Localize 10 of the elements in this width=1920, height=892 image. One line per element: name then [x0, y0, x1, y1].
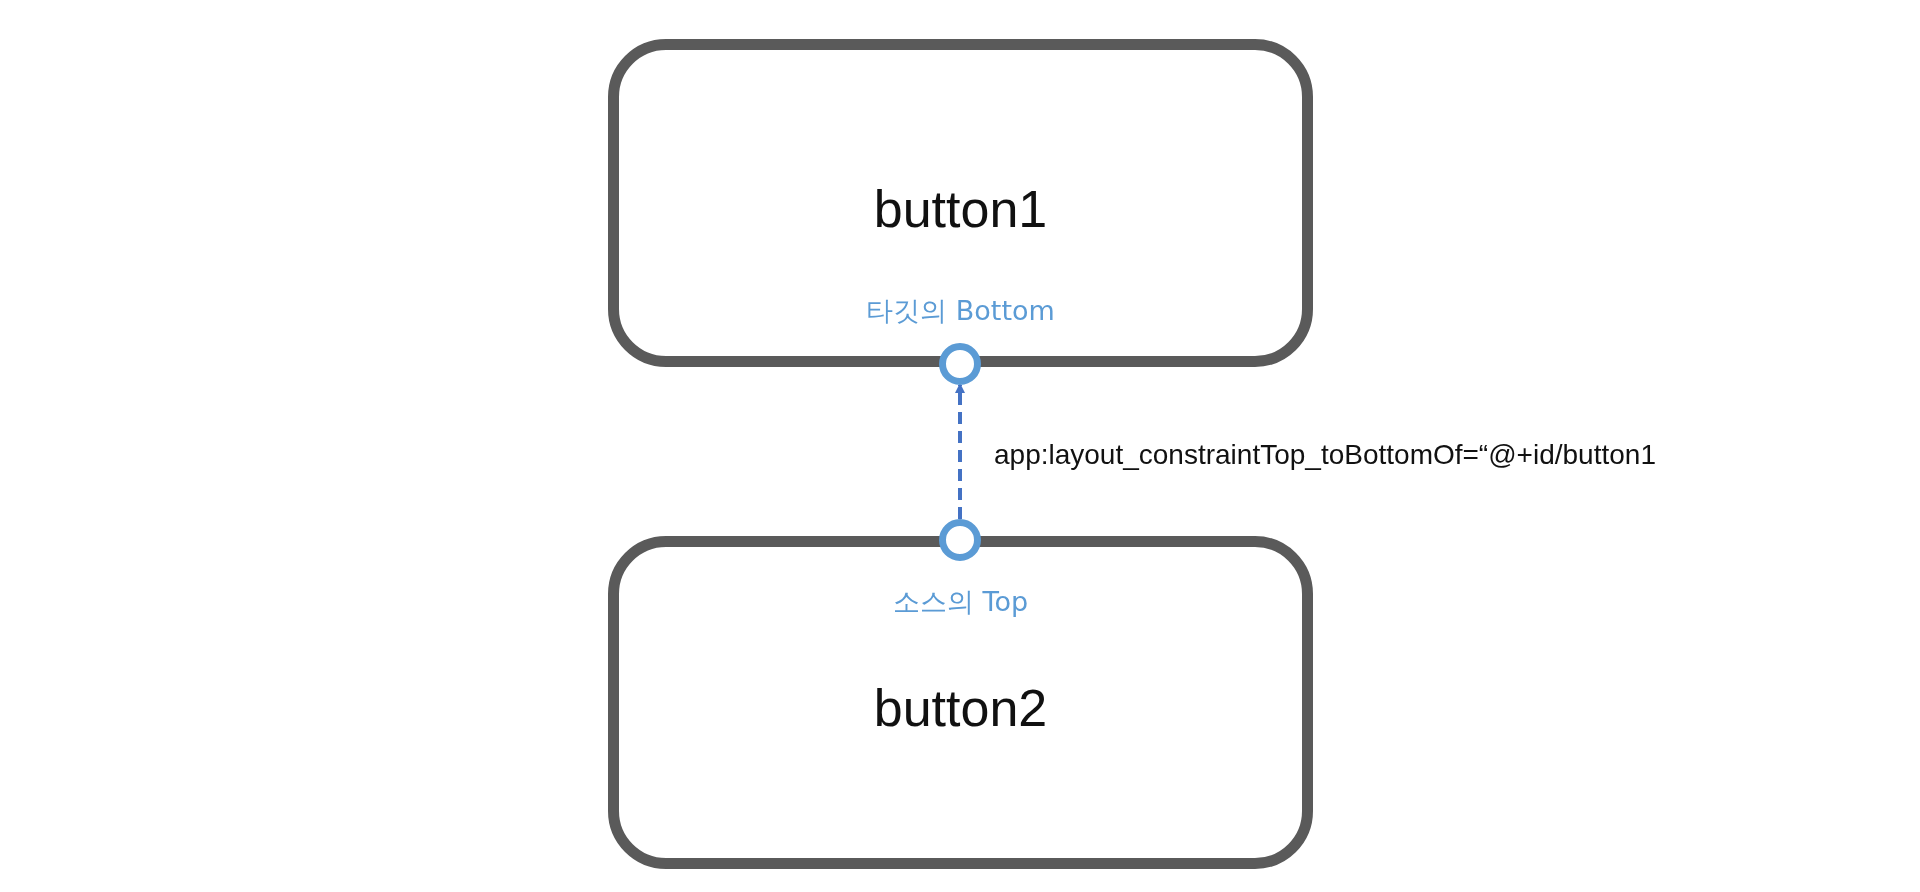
anchor-circle	[939, 519, 981, 561]
dashed-arrow	[955, 383, 965, 519]
widget-name: button2	[872, 678, 1049, 738]
widget-name: button1	[872, 179, 1049, 239]
anchor-label: 타깃의 Bottom	[865, 294, 1056, 328]
widget-box	[608, 536, 1313, 869]
edge-label: app:layout_constraintTop_toBottomOf=“@+id/button1	[994, 439, 1656, 471]
anchor-circle	[939, 343, 981, 385]
widget-box	[608, 39, 1313, 367]
anchor-label: 소스의 Top	[891, 585, 1030, 619]
